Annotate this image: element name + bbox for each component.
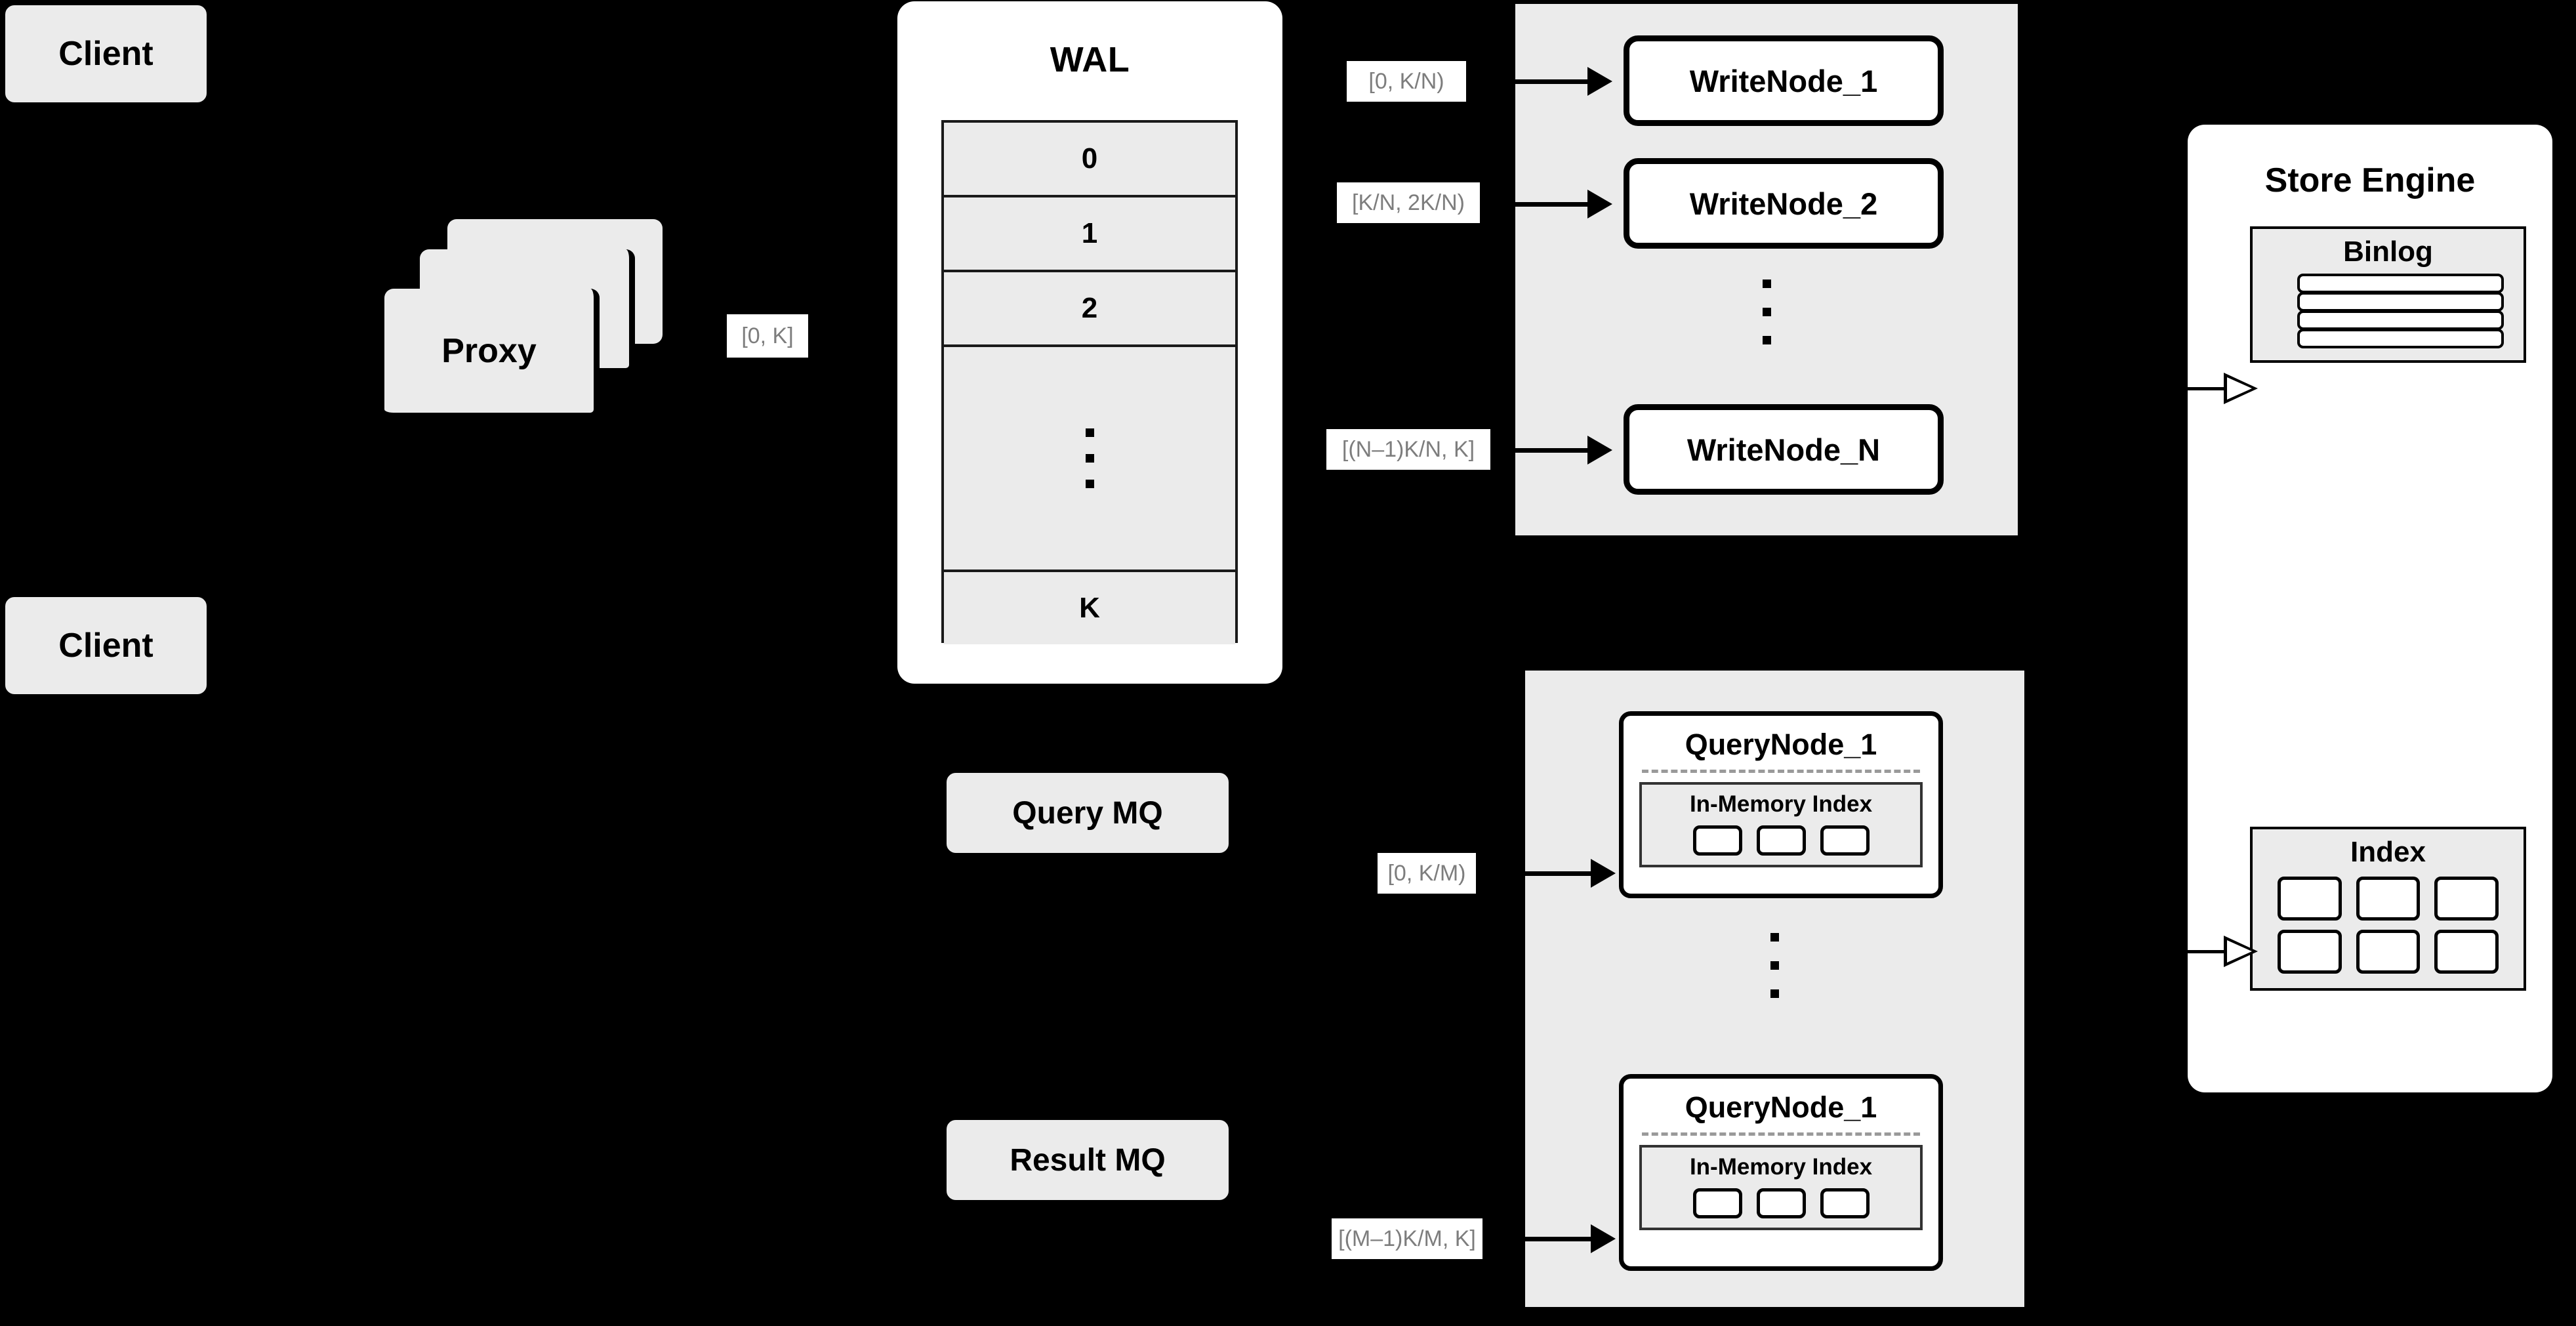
client-box-2[interactable]: Client bbox=[5, 597, 207, 694]
wal-title: WAL bbox=[1050, 40, 1130, 79]
write-node-n-label: WriteNode_N bbox=[1687, 432, 1881, 467]
hollow-arrow-line-index bbox=[2188, 950, 2227, 953]
binlog-title: Binlog bbox=[2343, 236, 2433, 268]
ellipsis-dot bbox=[1770, 989, 1779, 998]
ellipsis-dot bbox=[1762, 280, 1771, 288]
index-panel: Index bbox=[2250, 827, 2526, 991]
index-slot[interactable] bbox=[1820, 825, 1870, 856]
binlog-row-list bbox=[2297, 274, 2504, 348]
write-node-1[interactable]: WriteNode_1 bbox=[1624, 35, 1944, 126]
arrow-head-write-node-1 bbox=[1587, 67, 1612, 96]
write-node-n[interactable]: WriteNode_N bbox=[1624, 404, 1944, 495]
arrow-line-query-node-m bbox=[1482, 1237, 1591, 1241]
write-node-2-label: WriteNode_2 bbox=[1689, 186, 1878, 221]
binlog-row[interactable] bbox=[2297, 310, 2504, 330]
store-engine-panel: Store Engine Binlog Index bbox=[2188, 125, 2552, 1092]
index-slot[interactable] bbox=[1692, 1188, 1742, 1218]
index-cell[interactable] bbox=[2278, 877, 2342, 921]
write-node-ellipsis bbox=[1515, 280, 2018, 344]
binlog-row[interactable] bbox=[2297, 329, 2504, 348]
in-memory-index-2: In-Memory Index bbox=[1639, 1145, 1923, 1230]
wal-cell-0[interactable]: 0 bbox=[944, 123, 1235, 197]
query-mq-box[interactable]: Query MQ bbox=[947, 773, 1229, 853]
edge-label-wal-to-write-node-n: [(N–1)K/N, K] bbox=[1326, 429, 1490, 470]
result-mq-label: Result MQ bbox=[1010, 1142, 1166, 1178]
wal-cell-1[interactable]: 1 bbox=[944, 197, 1235, 272]
query-node-2-title: QueryNode_1 bbox=[1685, 1090, 1877, 1124]
index-title: Index bbox=[2350, 836, 2426, 868]
query-node-2[interactable]: QueryNode_1 In-Memory Index bbox=[1619, 1074, 1943, 1271]
arrow-head-query-node-m bbox=[1591, 1224, 1616, 1253]
index-cell-grid bbox=[2278, 877, 2499, 974]
ellipsis-dot bbox=[1762, 336, 1771, 344]
query-mq-label: Query MQ bbox=[1012, 795, 1163, 831]
proxy-box[interactable]: Proxy bbox=[384, 289, 600, 419]
query-node-1-title: QueryNode_1 bbox=[1685, 728, 1877, 761]
index-cell[interactable] bbox=[2434, 930, 2499, 974]
query-node-cluster: QueryNode_1 In-Memory Index QueryNode_1 … bbox=[1525, 671, 2024, 1307]
edge-label-wal-to-write-node-1: [0, K/N) bbox=[1347, 61, 1466, 102]
arrow-head-write-node-2 bbox=[1587, 190, 1612, 218]
arrow-head-write-node-n bbox=[1587, 436, 1612, 465]
query-node-1[interactable]: QueryNode_1 In-Memory Index bbox=[1619, 711, 1943, 898]
ellipsis-dot bbox=[1770, 961, 1779, 970]
arrow-line-write-node-1 bbox=[1466, 79, 1587, 84]
wal-cell-2[interactable]: 2 bbox=[944, 272, 1235, 347]
index-cell[interactable] bbox=[2278, 930, 2342, 974]
binlog-panel: Binlog bbox=[2250, 226, 2526, 363]
wal-panel: WAL 0 1 2 K bbox=[897, 1, 1282, 684]
in-memory-index-1: In-Memory Index bbox=[1639, 782, 1923, 867]
in-memory-index-1-slots bbox=[1642, 825, 1920, 856]
proxy-label: Proxy bbox=[441, 331, 537, 370]
edge-label-wal-to-write-node-2: [K/N, 2K/N) bbox=[1337, 182, 1480, 223]
index-slot[interactable] bbox=[1820, 1188, 1870, 1218]
query-node-2-divider bbox=[1642, 1132, 1920, 1136]
index-cell[interactable] bbox=[2434, 877, 2499, 921]
ellipsis-dot bbox=[1770, 933, 1779, 942]
arrow-line-query-node-1 bbox=[1476, 871, 1591, 876]
arrow-line-write-node-n bbox=[1490, 448, 1587, 453]
binlog-row[interactable] bbox=[2297, 292, 2504, 312]
arrow-line-write-node-2 bbox=[1480, 202, 1587, 207]
binlog-row[interactable] bbox=[2297, 274, 2504, 293]
hollow-arrow-head-binlog bbox=[2224, 373, 2258, 404]
query-node-ellipsis bbox=[1525, 933, 2024, 998]
arrow-head-query-node-1 bbox=[1591, 859, 1616, 888]
index-slot[interactable] bbox=[1692, 825, 1742, 856]
query-node-1-divider bbox=[1642, 770, 1920, 773]
write-node-cluster: WriteNode_1 WriteNode_2 WriteNode_N bbox=[1515, 4, 2018, 535]
ellipsis-dot bbox=[1085, 428, 1094, 437]
wal-cell-list: 0 1 2 K bbox=[941, 120, 1238, 644]
client-label-1: Client bbox=[58, 35, 153, 73]
index-slot[interactable] bbox=[1756, 1188, 1806, 1218]
client-label-2: Client bbox=[58, 627, 153, 665]
store-engine-title: Store Engine bbox=[2264, 161, 2476, 199]
write-node-1-label: WriteNode_1 bbox=[1689, 63, 1878, 98]
index-slot[interactable] bbox=[1756, 825, 1806, 856]
result-mq-box[interactable]: Result MQ bbox=[947, 1120, 1229, 1200]
edge-label-proxy-to-wal: [0, K] bbox=[727, 314, 808, 358]
index-cell[interactable] bbox=[2356, 877, 2421, 921]
ellipsis-dot bbox=[1085, 454, 1094, 463]
hollow-arrow-head-index bbox=[2224, 936, 2258, 967]
edge-label-mq-to-query-node-m: [(M–1)K/M, K] bbox=[1332, 1218, 1482, 1259]
client-box-1[interactable]: Client bbox=[5, 5, 207, 102]
write-node-2[interactable]: WriteNode_2 bbox=[1624, 158, 1944, 249]
in-memory-index-1-title: In-Memory Index bbox=[1689, 791, 1873, 817]
ellipsis-dot bbox=[1085, 480, 1094, 488]
hollow-arrow-line-binlog bbox=[2188, 387, 2227, 390]
index-cell[interactable] bbox=[2356, 930, 2421, 974]
wal-cell-k[interactable]: K bbox=[944, 572, 1235, 644]
edge-label-mq-to-query-node-1: [0, K/M) bbox=[1378, 853, 1476, 894]
in-memory-index-2-title: In-Memory Index bbox=[1689, 1154, 1873, 1180]
ellipsis-dot bbox=[1762, 308, 1771, 316]
wal-cell-ellipsis bbox=[944, 347, 1235, 572]
in-memory-index-2-slots bbox=[1642, 1188, 1920, 1218]
